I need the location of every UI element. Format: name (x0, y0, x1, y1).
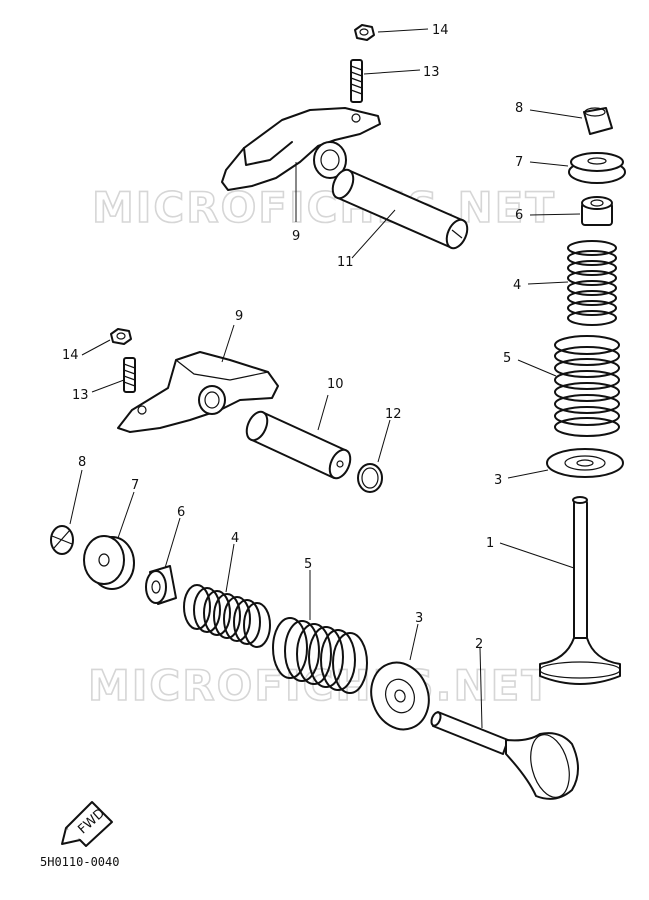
callout-top-shaft: 11 (337, 255, 354, 270)
top-rocker-shaft-icon (331, 168, 469, 250)
right-inner-spring-icon (567, 240, 617, 326)
left-valve-stem-seal-icon (145, 565, 177, 605)
callout-right-cotter: 8 (515, 101, 523, 116)
left-valve-cotter-icon (50, 525, 74, 555)
callout-left-cotter: 8 (78, 455, 86, 470)
callout-top-nut: 14 (432, 23, 449, 38)
callout-top-screw: 13 (423, 65, 440, 80)
watermark-top: MICROFICHES.NET (92, 183, 556, 232)
callout-right-seat: 3 (494, 473, 502, 488)
callout-right-seal: 6 (515, 208, 523, 223)
callout-left-outer-spring: 5 (304, 557, 312, 572)
left-spring-retainer-icon (83, 535, 135, 590)
callout-mid-screw: 13 (72, 388, 89, 403)
callout-mid-shaft: 10 (327, 377, 344, 392)
callout-o-ring: 12 (385, 407, 402, 422)
callout-right-outer-spring: 5 (503, 351, 511, 366)
callout-left-valve: 2 (475, 637, 483, 652)
leader-lines (69, 28, 583, 729)
left-inner-spring-icon (183, 584, 271, 648)
mid-rocker-shaft-icon (245, 410, 352, 480)
top-nut-icon (354, 24, 375, 41)
callout-right-inner-spring: 4 (513, 278, 521, 293)
callout-right-valve: 1 (486, 536, 494, 551)
forward-direction-arrow-icon: FWD (61, 801, 113, 847)
o-ring-icon (357, 463, 383, 493)
callout-left-seal: 6 (177, 505, 185, 520)
left-outer-spring-icon (272, 617, 368, 694)
callout-mid-nut: 14 (62, 348, 79, 363)
right-intake-valve-icon (539, 496, 621, 685)
callout-top-rocker-arm: 9 (292, 229, 300, 244)
callout-mid-rocker-arm: 9 (235, 309, 243, 324)
callout-left-seat: 3 (415, 611, 423, 626)
mid-adjust-screw-icon (123, 357, 136, 393)
left-spring-seat-icon (370, 661, 430, 731)
right-spring-retainer-icon (568, 152, 626, 184)
callout-left-inner-spring: 4 (231, 531, 239, 546)
top-rocker-arm-icon (221, 107, 381, 191)
callout-left-retainer: 7 (131, 478, 139, 493)
right-outer-spring-icon (554, 335, 620, 437)
diagram-code: 5H0110-0040 (40, 855, 119, 869)
right-valve-cotter-icon (583, 107, 613, 135)
left-exhaust-valve-icon (430, 711, 579, 800)
callout-right-retainer: 7 (515, 155, 523, 170)
mid-nut-icon (110, 328, 132, 345)
right-valve-stem-seal-icon (581, 196, 613, 226)
mid-rocker-arm-icon (117, 351, 279, 433)
top-adjust-screw-icon (350, 59, 363, 103)
right-spring-seat-icon (546, 448, 624, 478)
